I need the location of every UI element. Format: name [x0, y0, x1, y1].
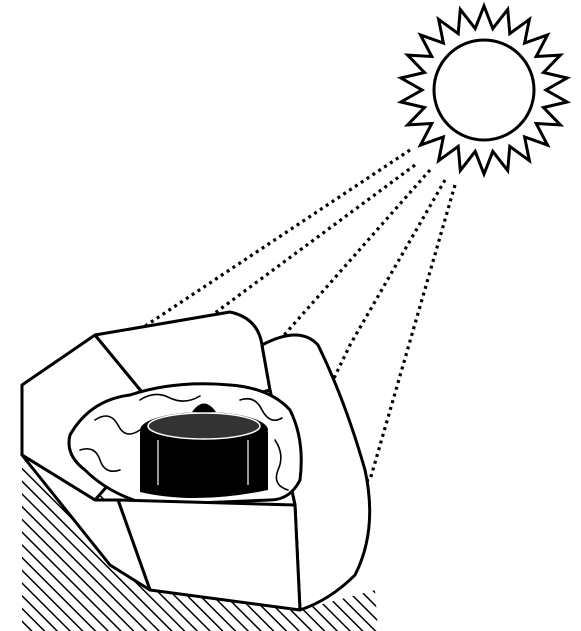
bag-crinkle-2 — [239, 397, 283, 421]
bag-crinkle-1 — [94, 415, 141, 435]
right-reflector — [260, 333, 372, 612]
sun-icon — [396, 1, 572, 179]
ray-2 — [185, 163, 416, 400]
front-left-panel — [20, 453, 152, 592]
bag-crinkle-5 — [139, 393, 201, 402]
cooking-pot-icon — [140, 403, 268, 499]
bag-crinkle-3 — [274, 439, 289, 491]
solar-cooker-box — [20, 310, 372, 612]
sun-disk — [432, 38, 536, 142]
bag-crinkle-4 — [79, 447, 121, 473]
